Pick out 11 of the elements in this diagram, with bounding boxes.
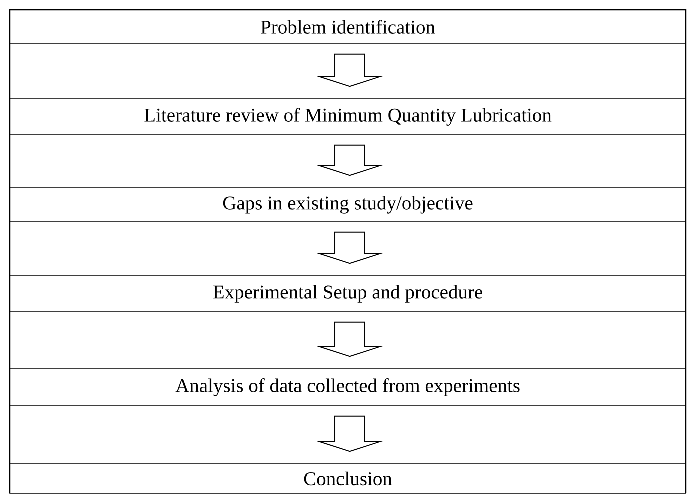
block-arrow — [316, 232, 384, 264]
step-box: Experimental Setup and procedure — [10, 276, 686, 312]
step-box: Gaps in existing study/objective — [10, 188, 686, 222]
block-arrow — [316, 144, 384, 176]
block-arrow — [316, 416, 384, 452]
step-box: Problem identification — [10, 10, 686, 44]
step-box: Literature review of Minimum Quantity Lubrication — [10, 98, 686, 136]
block-arrow — [316, 322, 384, 358]
step-box: Conclusion — [10, 464, 686, 494]
block-arrow — [316, 54, 384, 88]
step-box: Analysis of data collected from experiments — [10, 368, 686, 406]
